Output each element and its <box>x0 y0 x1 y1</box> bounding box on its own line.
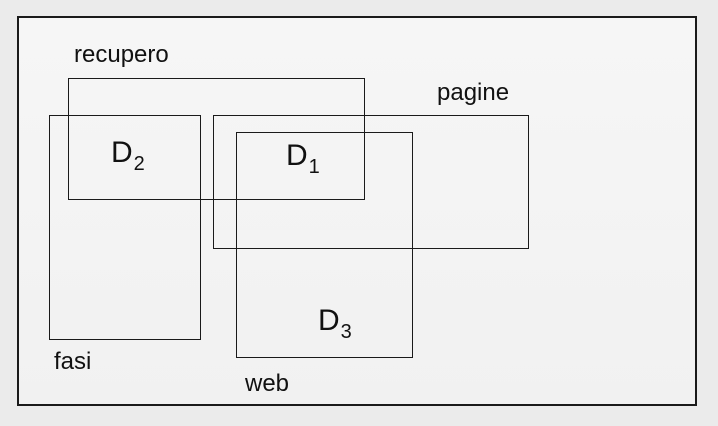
document-d2-letter: D <box>111 136 133 169</box>
document-d2: D2 <box>111 136 145 175</box>
document-d3-index: 3 <box>340 321 352 343</box>
document-d2-index: 2 <box>133 153 145 175</box>
document-d3: D3 <box>318 304 352 343</box>
document-d3-letter: D <box>318 304 340 337</box>
diagram-frame <box>17 16 697 406</box>
set-label-recupero: recupero <box>74 41 169 68</box>
set-label-web: web <box>245 370 290 397</box>
set-web-box <box>236 132 413 358</box>
set-fasi-box <box>49 115 201 340</box>
document-d1-letter: D <box>286 139 308 172</box>
set-label-fasi: fasi <box>54 348 92 375</box>
set-pagine-box <box>213 115 529 249</box>
document-d1: D1 <box>286 139 320 178</box>
set-label-pagine: pagine <box>437 79 510 106</box>
set-recupero-box <box>68 78 365 200</box>
document-d1-index: 1 <box>308 156 320 178</box>
